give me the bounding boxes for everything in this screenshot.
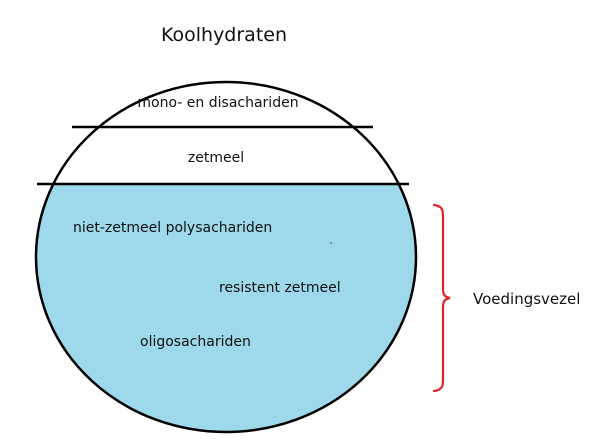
- label-zetmeel: zetmeel: [188, 150, 244, 166]
- stray-dot: [330, 242, 332, 244]
- label-niet-zetmeel-polysachariden: niet-zetmeel polysachariden: [73, 220, 272, 236]
- fiber-bracket: [432, 203, 451, 393]
- label-resistent-zetmeel: resistent zetmeel: [219, 280, 341, 296]
- label-voedingsvezel: Voedingsvezel: [473, 290, 580, 308]
- label-mono-disachariden: mono- en disachariden: [137, 95, 298, 111]
- circle-outline: [34, 80, 418, 434]
- diagram-title: Koolhydraten: [161, 24, 287, 46]
- label-oligosachariden: oligosachariden: [140, 334, 251, 350]
